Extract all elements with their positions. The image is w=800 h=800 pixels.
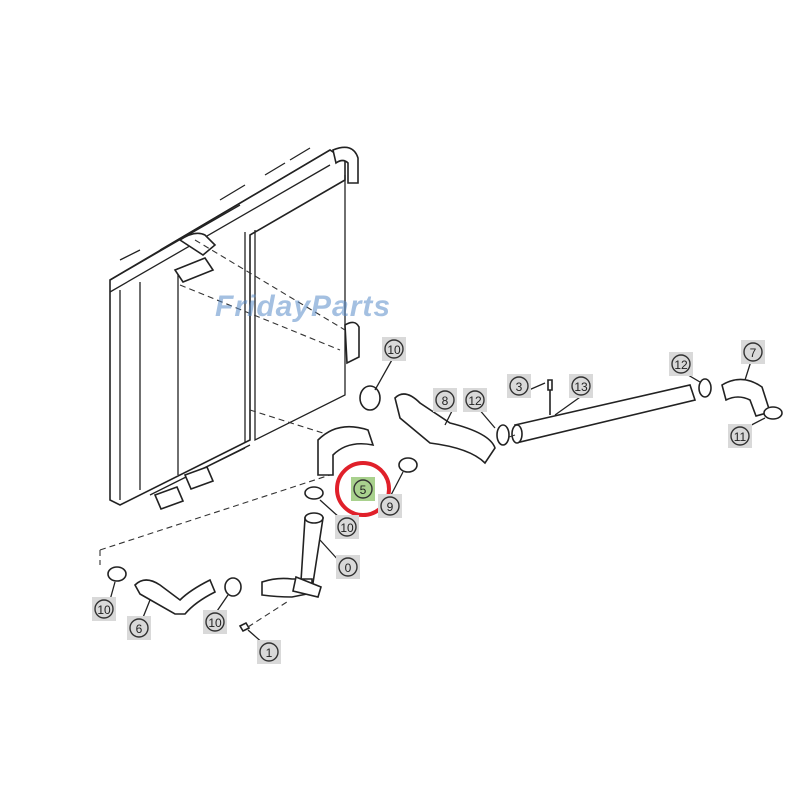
bolt-3: [547, 379, 553, 415]
clamp-10-mid: [304, 486, 324, 500]
clamp-12-mid: [496, 424, 510, 446]
callout-12: 12: [463, 388, 487, 412]
callout-label: 5: [360, 483, 367, 497]
callout-label: 9: [387, 500, 394, 514]
callout-label: 0: [345, 561, 352, 575]
pipe-13: [499, 384, 697, 444]
callout-label: 11: [734, 430, 747, 444]
callout-label: 13: [574, 380, 588, 394]
callout-13: 13: [569, 374, 593, 398]
callout-label: 8: [442, 394, 449, 408]
callout-10: 10: [203, 610, 227, 634]
callout-label: 10: [208, 616, 222, 630]
callout-label: 10: [97, 603, 111, 617]
callout-10: 10: [382, 337, 406, 361]
callout-label: 1: [266, 646, 273, 660]
pipe-0: [261, 512, 324, 598]
callout-label: 12: [674, 358, 688, 372]
clamp-9: [398, 457, 418, 473]
callout-label: 10: [387, 343, 401, 357]
callout-5-highlighted: 5: [335, 461, 391, 517]
elbow-7: [721, 378, 772, 417]
radiator: [109, 146, 360, 511]
callout-10: 10: [92, 597, 116, 621]
callout-11: 11: [728, 424, 752, 448]
hose-6: [134, 578, 217, 615]
callout-3: 3: [507, 374, 531, 398]
clamp-10-left: [107, 566, 127, 582]
callout-12: 12: [669, 352, 693, 376]
bolt-1: [238, 621, 251, 633]
clamp-12: [698, 378, 712, 398]
callout-1: 1: [257, 640, 281, 664]
callout-6: 6: [127, 616, 151, 640]
hose-5: [317, 425, 375, 476]
callout-8: 8: [433, 388, 457, 412]
callout-label: 10: [340, 521, 354, 535]
callout-label: 7: [750, 346, 757, 360]
hose-8: [394, 393, 496, 465]
highlight-circle: [335, 461, 391, 517]
callout-label: 6: [136, 622, 143, 636]
callout-label: 12: [468, 394, 482, 408]
callout-10: 10: [335, 515, 359, 539]
clamp-10-lower: [224, 577, 242, 597]
clamp-11: [763, 406, 783, 420]
callout-9: 9: [378, 494, 402, 518]
callout-0: 0: [336, 555, 360, 579]
fridayparts-watermark: FridayParts: [215, 290, 392, 323]
clamp-10-upper: [359, 385, 381, 411]
callout-7: 7: [741, 340, 765, 364]
callout-label: 3: [516, 380, 523, 394]
